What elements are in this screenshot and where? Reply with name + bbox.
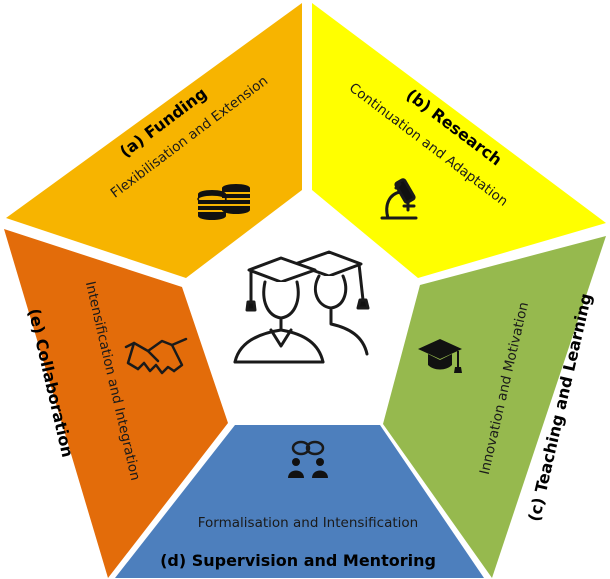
handshake-icon (124, 337, 188, 375)
segment-teaching (383, 236, 606, 578)
graduation-cap-icon (418, 339, 462, 373)
segment-supervision (115, 425, 484, 578)
segment-collaboration (4, 229, 228, 578)
segment-supervision-title: (d) Supervision and Mentoring (160, 551, 436, 570)
microscope-icon (380, 178, 418, 220)
discussion-icon (288, 440, 328, 478)
graduates-icon (233, 250, 370, 364)
coins-icon (197, 184, 250, 220)
segment-supervision-subtitle: Formalisation and Intensification (198, 515, 418, 531)
